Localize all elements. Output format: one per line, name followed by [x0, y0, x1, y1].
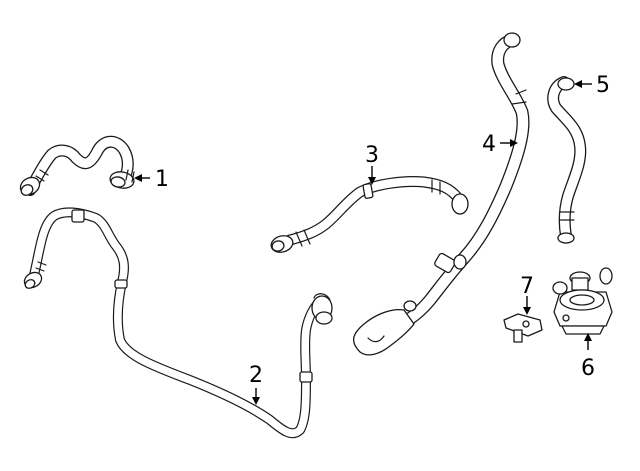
part-3-hose — [270, 176, 469, 253]
part-2-line — [23, 207, 333, 439]
part-5-hose — [547, 76, 587, 244]
callout-4-arrow — [510, 139, 518, 147]
callout-2-arrow — [252, 397, 260, 405]
callout-7-arrow — [523, 307, 531, 315]
callout-6-arrow — [584, 333, 592, 341]
part-7-bracket — [503, 313, 543, 343]
callout-1: 1 — [134, 167, 169, 192]
part-4-hose — [353, 32, 530, 356]
callout-6-number: 6 — [581, 356, 595, 381]
part-1-hose — [19, 135, 135, 196]
callout-3-arrow — [368, 177, 376, 185]
callout-1-number: 1 — [155, 167, 169, 192]
callout-4: 4 — [482, 132, 518, 157]
callout-7-number: 7 — [520, 274, 534, 299]
callout-2-number: 2 — [249, 363, 263, 388]
callout-3: 3 — [365, 143, 379, 185]
callout-4-number: 4 — [482, 132, 496, 157]
callout-5: 5 — [574, 73, 610, 98]
callout-3-number: 3 — [365, 143, 379, 168]
callout-5-arrow — [574, 80, 582, 88]
callout-2: 2 — [249, 363, 263, 405]
part-6-pump — [552, 267, 613, 335]
callout-6: 6 — [581, 333, 595, 381]
callout-7: 7 — [520, 274, 534, 315]
callout-1-arrow — [134, 174, 142, 182]
callout-5-number: 5 — [596, 73, 610, 98]
